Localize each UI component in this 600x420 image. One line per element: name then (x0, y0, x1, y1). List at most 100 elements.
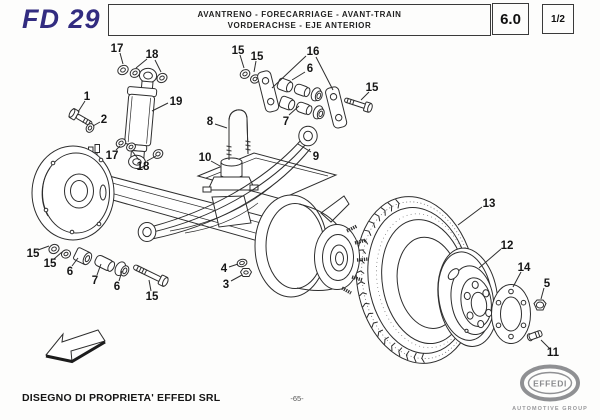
part-label-11: 11 (547, 347, 560, 359)
shock-washer-17-top (117, 64, 129, 76)
leader-line (71, 257, 79, 267)
leader-line (151, 102, 169, 112)
effedi-logo-mark: EFFEDI (520, 364, 580, 402)
part-label-4: 4 (221, 263, 228, 275)
hanger-bushing-6-a (73, 247, 93, 266)
part-label-15: 15 (44, 258, 57, 270)
shackle-plate-inner (257, 70, 280, 113)
leader-line (360, 91, 370, 101)
part-label-16: 16 (307, 46, 320, 58)
nut-3 (239, 268, 253, 277)
part-label-12: 12 (501, 240, 514, 252)
part-label-19: 19 (170, 96, 183, 108)
part-label-15: 15 (27, 248, 40, 260)
title-line-1: AVANTRENO - FORECARRIAGE - AVANT-TRAIN (197, 10, 402, 19)
effedi-logo: EFFEDI AUTOMOTIVE GROUP (505, 362, 595, 418)
leader-line (291, 71, 306, 81)
part-label-17: 17 (106, 150, 119, 162)
part-label-1: 1 (84, 91, 91, 103)
leader-line (77, 100, 86, 113)
leader-line (119, 52, 124, 65)
shock-washer-17-bottom (115, 138, 127, 148)
sheet-number: -65- (290, 394, 304, 403)
hanger-washer-15-b (61, 249, 71, 259)
model-code: FD 29 (22, 4, 101, 34)
leader-line (92, 121, 101, 127)
leader-line (239, 54, 245, 69)
title-line-2: VORDERACHSE - EJE ANTERIOR (227, 21, 372, 30)
leader-line (297, 143, 312, 153)
brake-backing-plate (31, 145, 115, 241)
shock-washer-18-bottom-b (152, 149, 164, 159)
hanger-bolt-15 (133, 264, 169, 287)
leader-line (228, 263, 239, 268)
leader-line (271, 55, 307, 89)
part-label-5: 5 (544, 278, 551, 290)
part-label-13: 13 (483, 198, 496, 210)
part-label-6: 6 (307, 63, 313, 75)
part-label-2: 2 (101, 114, 107, 126)
leader-line (288, 105, 300, 116)
page-indicator: 1/2 (542, 4, 574, 34)
part-label-14: 14 (518, 262, 531, 274)
part-label-7: 7 (283, 116, 289, 128)
leader-line (96, 263, 102, 276)
leader-line (512, 271, 522, 288)
property-notice: DISEGNO DI PROPRIETA' EFFEDI SRL (22, 392, 221, 404)
leader-line (135, 58, 148, 69)
bushing-6-lower (278, 95, 296, 111)
section-number: 6.0 (492, 3, 529, 35)
leader-line (253, 60, 257, 73)
hanger-washer-15-a (48, 243, 60, 255)
bump-stop (202, 157, 259, 193)
shackle-plate-outer (325, 86, 348, 129)
leader-line (115, 145, 121, 151)
leader-line (148, 279, 152, 292)
direction-arrow-icon (45, 329, 106, 364)
spacer-7-upper (293, 83, 311, 98)
brake-drum-hub (254, 194, 369, 298)
leader-line (315, 56, 334, 91)
leader-line (210, 160, 221, 167)
part-label-10: 10 (199, 152, 212, 164)
washer-4 (236, 258, 248, 268)
part-label-17: 17 (111, 43, 124, 55)
wheel-nut-5 (533, 299, 547, 311)
bushing-6-upper (276, 77, 294, 93)
shackle-washer-15-a (239, 69, 251, 79)
part-label-15: 15 (251, 51, 264, 63)
leader-line (230, 274, 243, 282)
hub-gasket (491, 284, 531, 344)
nut-2 (85, 123, 95, 133)
part-label-6: 6 (114, 281, 120, 293)
flanged-ring-lower (312, 105, 325, 120)
shock-washer-18-top-b (156, 72, 168, 84)
flanged-ring-upper (310, 87, 323, 102)
leader-line (154, 59, 162, 73)
spacer-7-lower (295, 101, 313, 116)
part-label-18: 18 (146, 49, 159, 61)
part-label-15: 15 (146, 291, 159, 303)
hanger-spacer-7 (94, 254, 116, 272)
part-label-7: 7 (92, 275, 98, 287)
title-box: AVANTRENO - FORECARRIAGE - AVANT-TRAIN V… (108, 4, 491, 36)
shackle-bolt-15 (344, 97, 373, 113)
part-label-15: 15 (366, 82, 379, 94)
part-label-18: 18 (137, 161, 150, 173)
leader-line (540, 339, 550, 349)
leader-line (214, 123, 228, 129)
leader-line (457, 206, 483, 226)
leaf-spring (137, 125, 318, 242)
valve-11 (526, 330, 543, 342)
tread-pattern (356, 198, 425, 364)
leader-line (37, 245, 50, 251)
part-label-15: 15 (232, 45, 245, 57)
leader-line (53, 251, 63, 260)
part-label-6: 6 (67, 266, 73, 278)
part-label-8: 8 (207, 116, 214, 128)
shock-washer-18-bottom-a (126, 142, 136, 152)
logo-text: EFFEDI (533, 379, 567, 389)
